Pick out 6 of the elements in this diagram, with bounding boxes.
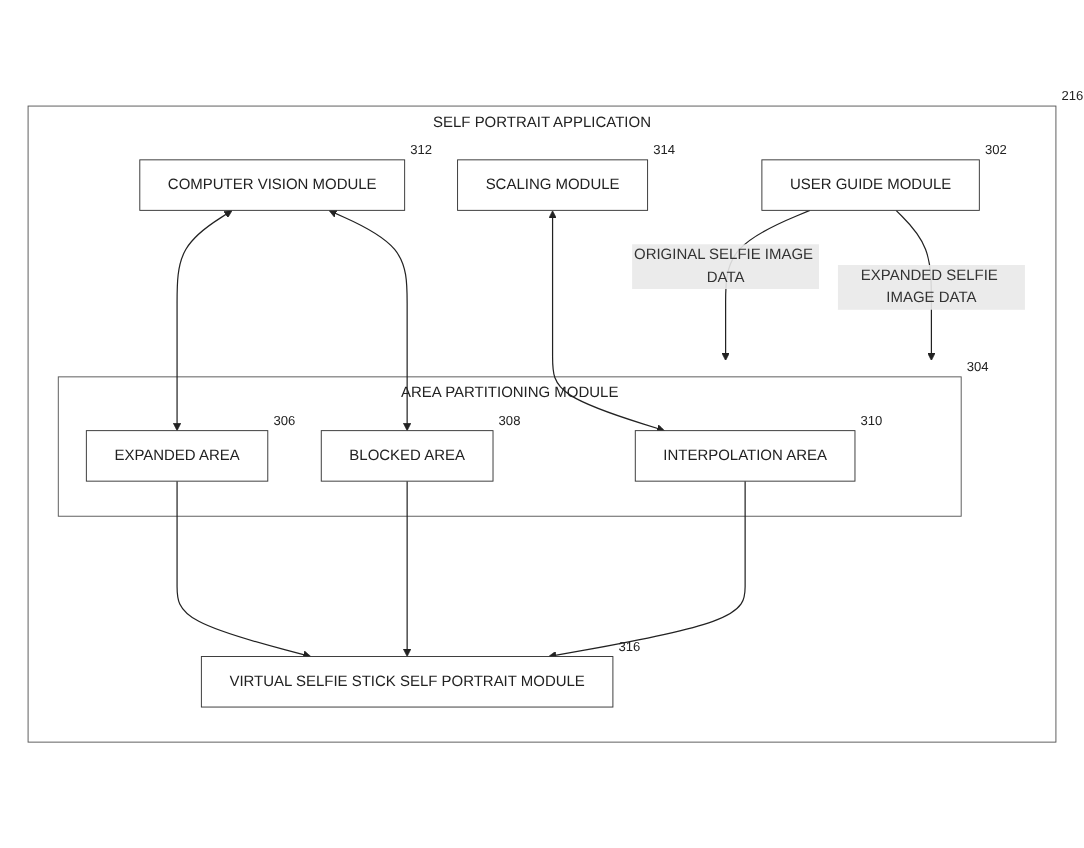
arrow: [548, 210, 665, 433]
arrow: [176, 480, 312, 659]
arrow: [172, 210, 233, 431]
arrow: [403, 480, 412, 657]
arrow: [328, 209, 412, 431]
arrow: [548, 480, 746, 660]
